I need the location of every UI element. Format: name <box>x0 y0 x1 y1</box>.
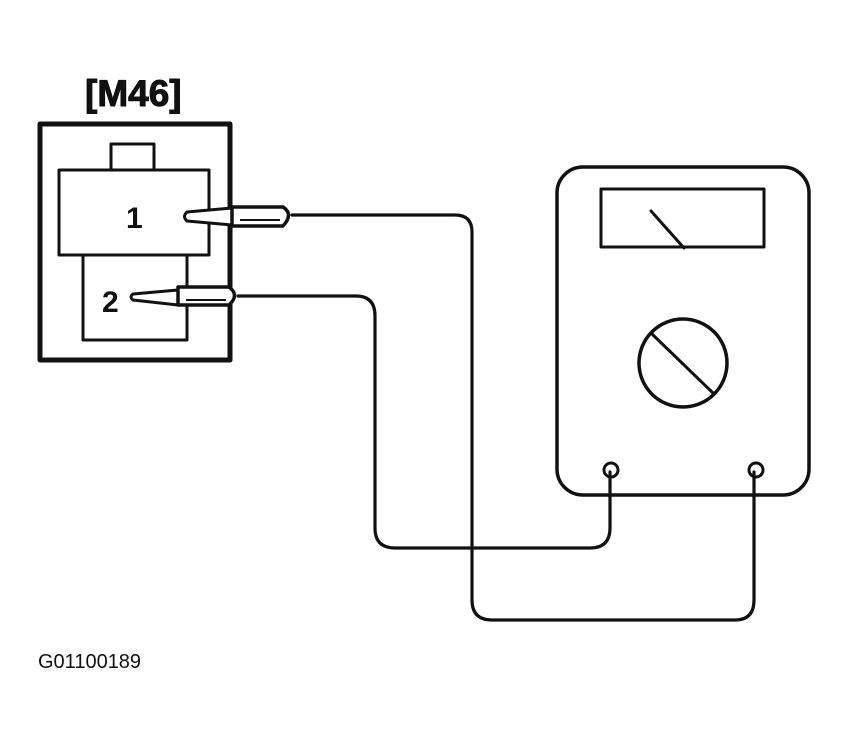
meter-selector-knob <box>637 317 729 409</box>
pin-2-label: 2 <box>102 286 119 319</box>
figure-code: G01100189 <box>38 651 141 673</box>
meter-body <box>555 165 811 497</box>
pin-1-label: 1 <box>126 202 143 235</box>
connector-label: [M46] <box>85 73 182 114</box>
connector-housing <box>37 121 233 363</box>
lead-pin-2 <box>236 294 612 550</box>
meter-needle <box>649 209 686 250</box>
test-leads <box>236 213 756 622</box>
meter-terminal-left <box>602 461 620 479</box>
connector-m46: [M46] 1 2 <box>37 73 233 363</box>
meter-selector-pointer <box>650 332 715 395</box>
meter-terminal-right <box>747 461 765 479</box>
meter-display <box>599 187 766 249</box>
multimeter <box>555 165 811 497</box>
lead-pin-1 <box>290 213 756 622</box>
probe-pin-1 <box>183 205 291 228</box>
connector-lock-tab <box>109 142 156 172</box>
probe-pin-2 <box>129 285 237 307</box>
